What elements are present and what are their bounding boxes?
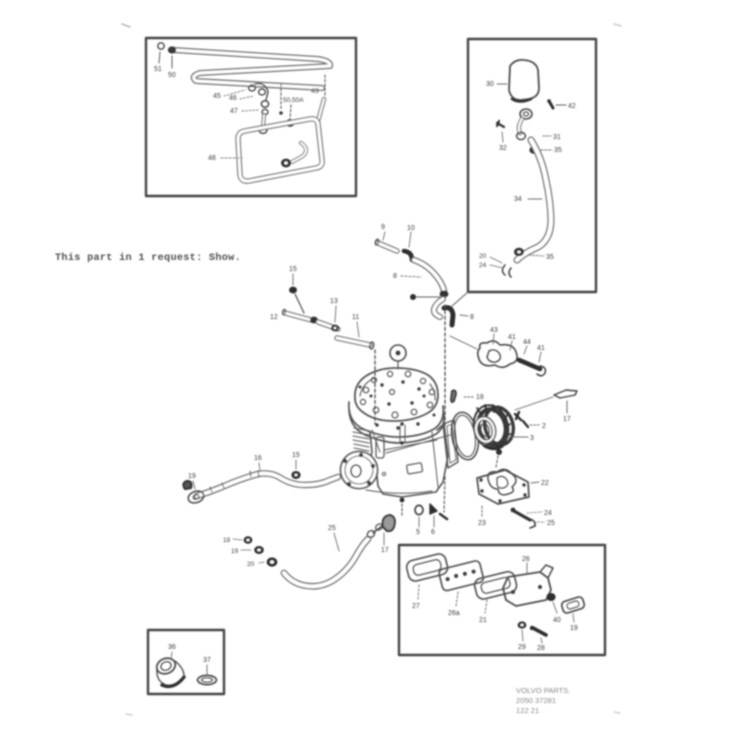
svg-text:19: 19: [188, 473, 196, 480]
svg-text:30: 30: [486, 81, 494, 88]
svg-text:25: 25: [328, 525, 336, 532]
svg-text:31: 31: [553, 134, 561, 141]
svg-text:40: 40: [553, 617, 561, 624]
svg-text:44: 44: [523, 339, 531, 346]
svg-text:29: 29: [518, 644, 526, 651]
svg-text:19: 19: [231, 548, 239, 555]
svg-text:24: 24: [544, 510, 552, 517]
svg-text:5: 5: [416, 529, 420, 536]
svg-text:28: 28: [537, 645, 545, 652]
svg-text:3: 3: [530, 435, 534, 442]
svg-text:8: 8: [393, 273, 397, 280]
svg-text:10: 10: [407, 225, 415, 232]
svg-text:15: 15: [289, 266, 297, 273]
svg-text:19: 19: [570, 625, 578, 632]
svg-text:18: 18: [223, 537, 231, 544]
svg-text:41: 41: [508, 334, 516, 341]
svg-text:26a: 26a: [448, 610, 460, 617]
svg-text:24: 24: [479, 262, 487, 269]
svg-text:VOLVO PARTS.: VOLVO PARTS.: [516, 686, 570, 695]
svg-text:50,50A: 50,50A: [283, 97, 304, 104]
svg-text:35: 35: [554, 147, 562, 154]
svg-text:46: 46: [229, 95, 237, 102]
svg-text:9: 9: [381, 224, 385, 231]
svg-text:17: 17: [381, 547, 389, 554]
svg-text:51: 51: [154, 66, 162, 73]
svg-text:42: 42: [568, 103, 576, 110]
svg-text:12: 12: [270, 314, 278, 321]
svg-text:37: 37: [203, 657, 211, 664]
svg-text:43: 43: [490, 327, 498, 334]
svg-text:47: 47: [230, 108, 238, 115]
svg-text:36: 36: [168, 644, 176, 651]
svg-text:23: 23: [478, 520, 486, 527]
svg-text:This part in 1 request: Show.: This part in 1 request: Show.: [55, 252, 241, 264]
svg-text:11: 11: [352, 314, 359, 321]
svg-text:34: 34: [514, 196, 522, 203]
svg-text:22: 22: [541, 480, 549, 487]
svg-text:122 21: 122 21: [516, 706, 539, 715]
svg-text:18: 18: [476, 394, 484, 401]
svg-text:26: 26: [522, 556, 530, 563]
svg-text:41: 41: [537, 345, 545, 352]
svg-text:8: 8: [470, 314, 474, 321]
svg-text:15: 15: [292, 452, 300, 459]
svg-text:32: 32: [499, 145, 507, 152]
svg-text:6: 6: [431, 529, 435, 536]
svg-text:20: 20: [479, 253, 487, 260]
svg-text:17: 17: [563, 416, 571, 423]
svg-text:13: 13: [330, 298, 338, 305]
svg-text:2050 37281: 2050 37281: [516, 696, 556, 705]
svg-text:35: 35: [546, 254, 554, 261]
svg-text:20: 20: [247, 561, 255, 568]
svg-text:2: 2: [542, 423, 546, 430]
svg-text:21: 21: [479, 617, 487, 624]
svg-text:48: 48: [208, 155, 216, 162]
svg-text:25: 25: [547, 520, 555, 527]
svg-text:27: 27: [412, 603, 420, 610]
svg-text:45: 45: [213, 93, 221, 100]
svg-text:43: 43: [311, 88, 319, 95]
svg-text:50: 50: [168, 72, 176, 79]
svg-text:16: 16: [254, 455, 262, 462]
